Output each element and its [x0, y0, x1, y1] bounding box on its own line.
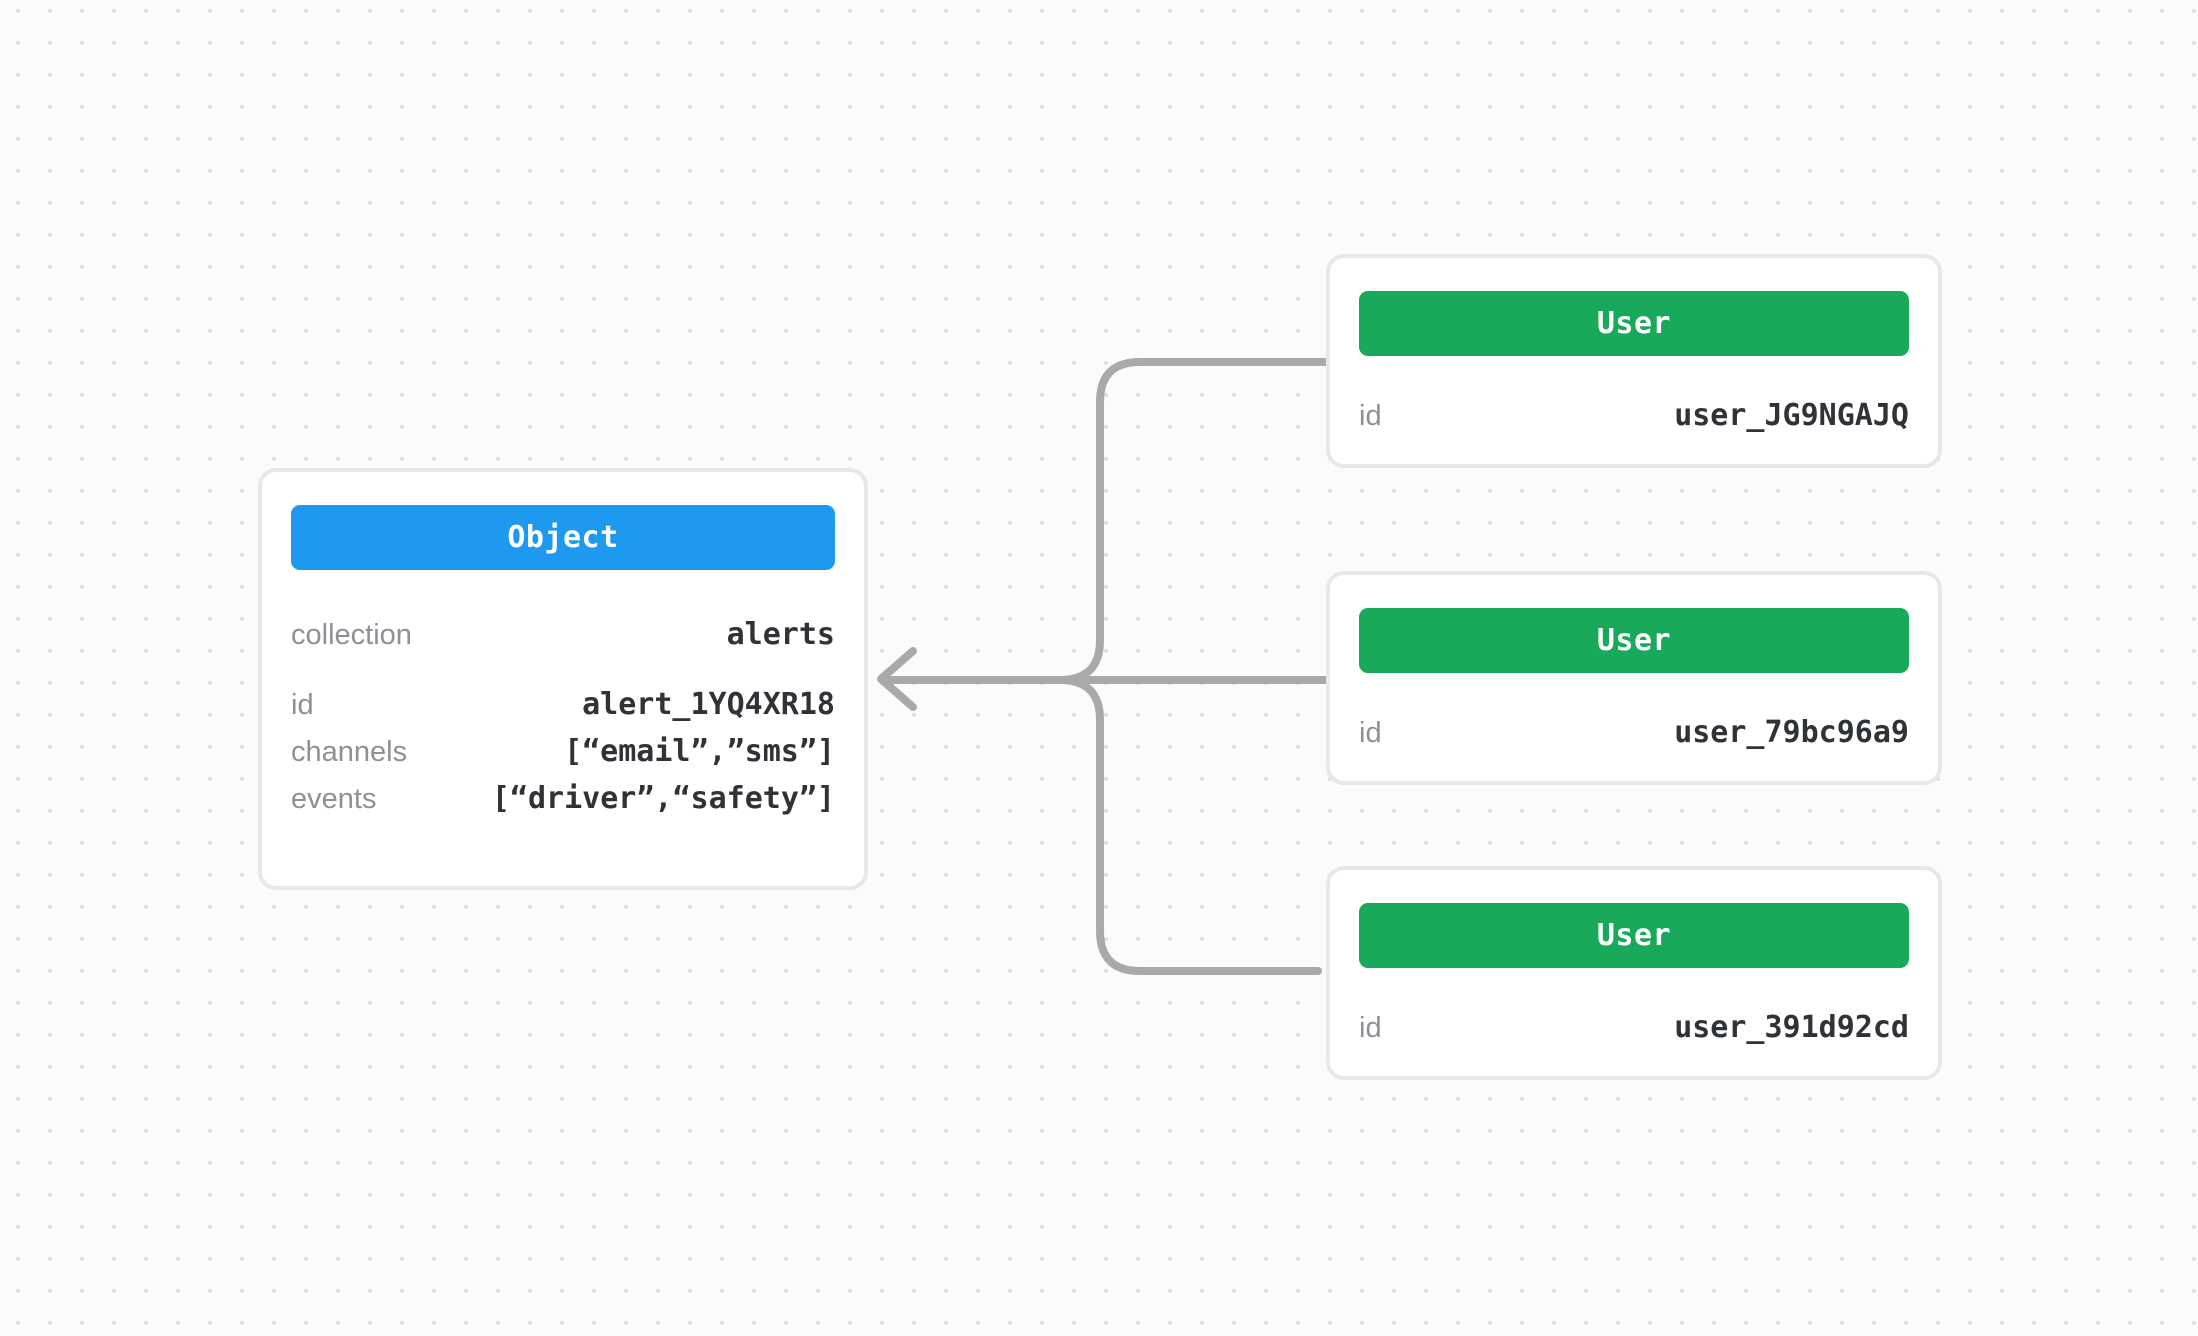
field-label: id	[1359, 717, 1382, 749]
field-label: channels	[291, 736, 408, 768]
field-value: [“email”,”sms”]	[564, 734, 835, 769]
connector-user-3-to-object	[1038, 676, 1322, 975]
user-node-header: User	[1359, 291, 1909, 356]
object-field-id: id alert_1YQ4XR18	[291, 685, 835, 725]
user-field-id: id user_79bc96a9	[1359, 713, 1909, 753]
object-node-header: Object	[291, 505, 835, 570]
field-value: user_79bc96a9	[1674, 715, 1909, 750]
field-value: alert_1YQ4XR18	[582, 687, 835, 722]
field-label: id	[291, 689, 314, 721]
field-value: [“driver”,“safety”]	[491, 781, 835, 816]
field-value: user_JG9NGAJQ	[1674, 398, 1909, 433]
object-field-collection: collection alerts	[291, 615, 835, 655]
user-node-3[interactable]: User id user_391d92cd	[1326, 866, 1942, 1080]
field-label: collection	[291, 619, 412, 651]
user-node-header: User	[1359, 903, 1909, 968]
field-label: events	[291, 783, 377, 815]
object-node[interactable]: Object collection alerts id alert_1YQ4XR…	[258, 468, 868, 890]
user-field-id: id user_391d92cd	[1359, 1008, 1909, 1048]
user-node-2[interactable]: User id user_79bc96a9	[1326, 571, 1942, 785]
field-value: alerts	[726, 617, 835, 652]
field-label: id	[1359, 400, 1382, 432]
field-value: user_391d92cd	[1674, 1010, 1909, 1045]
field-label: id	[1359, 1012, 1382, 1044]
user-node-1[interactable]: User id user_JG9NGAJQ	[1326, 254, 1942, 468]
object-field-events: events [“driver”,“safety”]	[291, 779, 835, 819]
user-field-id: id user_JG9NGAJQ	[1359, 396, 1909, 436]
connector-user-1-to-object	[1038, 358, 1336, 684]
user-node-header: User	[1359, 608, 1909, 673]
arrowhead-icon	[877, 647, 917, 711]
object-field-channels: channels [“email”,”sms”]	[291, 732, 835, 772]
